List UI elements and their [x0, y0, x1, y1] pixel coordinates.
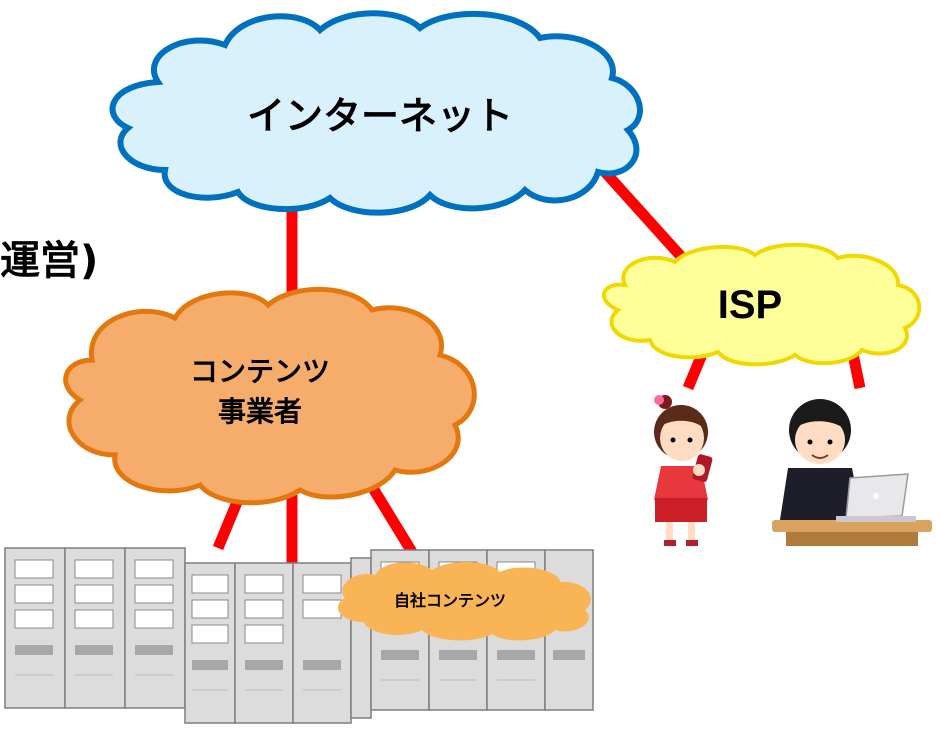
- content-provider-label-line2: 事業者: [217, 395, 302, 428]
- own-content-label: 自社コンテンツ: [393, 591, 506, 610]
- girl-with-phone-icon: [654, 395, 713, 546]
- internet-cloud: [109, 10, 643, 216]
- partial-title-text: 運営): [0, 238, 99, 284]
- isp-label: ISP: [717, 283, 783, 327]
- boy-with-laptop-icon: [772, 399, 932, 546]
- internet-label: インターネット: [246, 94, 513, 138]
- link-content-server-3: [363, 477, 417, 555]
- content-provider-label-line1: コンテンツ: [189, 355, 330, 388]
- content-provider-label: コンテンツ 事業者: [160, 352, 360, 432]
- own-content-cloud: [337, 561, 591, 641]
- link-internet-isp: [600, 168, 691, 266]
- content-provider-cloud: [63, 287, 477, 506]
- isp-cloud: [601, 242, 922, 367]
